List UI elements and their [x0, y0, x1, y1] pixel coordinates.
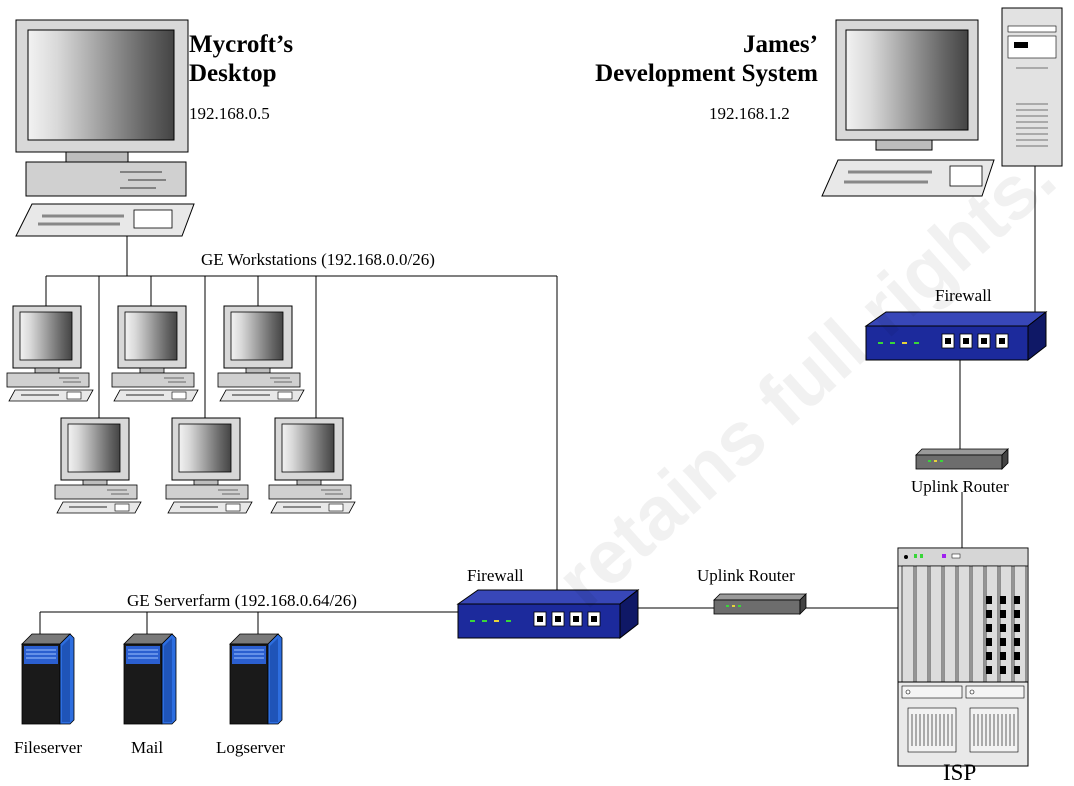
- workstation-icon: [165, 417, 253, 514]
- james-title: James’ Development System: [595, 30, 818, 88]
- serverfarm-network-label: GE Serverfarm (192.168.0.64/26): [127, 591, 357, 610]
- james-ip: 192.168.1.2: [709, 104, 790, 123]
- uplink-router-james-icon: [915, 448, 1009, 470]
- james-name: James’: [743, 31, 818, 58]
- uplink-router-main-label: Uplink Router: [697, 566, 795, 585]
- mycroft-desktop-icon: [15, 19, 195, 237]
- workstation-icon: [6, 305, 94, 402]
- workstation-icon: [54, 417, 142, 514]
- logserver-label: Logserver: [216, 738, 285, 757]
- workstation-icon: [111, 305, 199, 402]
- fileserver-label: Fileserver: [14, 738, 82, 757]
- isp-rack-icon: [897, 547, 1029, 767]
- mycroft-subtitle: Desktop: [189, 60, 277, 87]
- fileserver-icon: [21, 633, 75, 725]
- logserver-icon: [229, 633, 283, 725]
- mail-label: Mail: [131, 738, 164, 757]
- uplink-router-james-label: Uplink Router: [911, 477, 1009, 496]
- workstation-icon: [217, 305, 305, 402]
- workstation-icon: [268, 417, 356, 514]
- mail-server-icon: [123, 633, 177, 725]
- mycroft-name: Mycroft’s: [189, 31, 294, 58]
- mycroft-ip: 192.168.0.5: [189, 104, 270, 123]
- james-monitor-icon: [821, 19, 995, 197]
- uplink-router-main-icon: [713, 593, 807, 615]
- workstations-network-label: GE Workstations (192.168.0.0/26): [201, 250, 435, 269]
- network-links: [39, 165, 1036, 638]
- firewall-james-label: Firewall: [935, 286, 992, 305]
- firewall-main-label: Firewall: [467, 566, 524, 585]
- james-tower-icon: [1001, 7, 1063, 167]
- mycroft-title: Mycroft’s Desktop: [189, 30, 293, 88]
- isp-label: ISP: [943, 760, 977, 785]
- james-subtitle: Development System: [595, 60, 818, 87]
